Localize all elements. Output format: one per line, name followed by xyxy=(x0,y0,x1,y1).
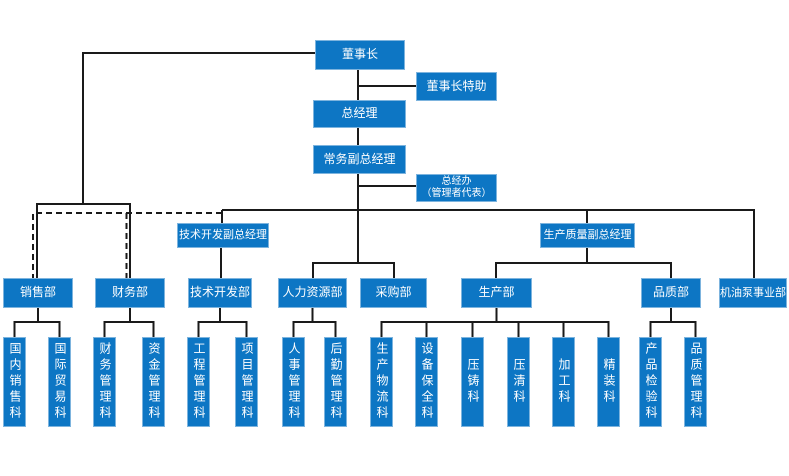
vbox-label: 工程管理科 xyxy=(192,342,206,422)
vbox-label: 品质管理科 xyxy=(689,342,703,422)
node-machining-section: 加工科 xyxy=(552,337,575,427)
vbox-label: 设备保全科 xyxy=(420,342,434,422)
vbox-label: 人事管理科 xyxy=(287,342,301,422)
node-die-casting-section: 压铸科 xyxy=(461,337,484,427)
node-chairman: 董事长 xyxy=(315,40,405,70)
node-dept-production: 生产部 xyxy=(461,278,532,308)
node-gm-office: 总经办 （管理者代表） xyxy=(416,174,497,202)
gm-office-line1: 总经办 xyxy=(441,176,472,187)
node-tech-dev-deputy-gm: 技术开发副总经理 xyxy=(177,223,269,248)
node-finance-mgmt-section: 财务管理科 xyxy=(93,337,116,427)
node-logistics-support-section: 后勤管理科 xyxy=(324,337,347,427)
vbox-label: 项目管理科 xyxy=(240,342,254,422)
vbox-label: 国内销售科 xyxy=(8,342,22,422)
node-product-inspection-section: 产品检验科 xyxy=(639,337,662,427)
node-dept-quality: 品质部 xyxy=(641,278,701,308)
node-pressing-cleaning-section: 压清科 xyxy=(507,337,530,427)
node-dept-hr: 人力资源部 xyxy=(278,278,347,308)
node-dept-tech-dev: 技术开发部 xyxy=(188,278,252,308)
node-dept-oil-pump-division: 机油泵事业部 xyxy=(719,278,787,308)
vbox-label: 产品检验科 xyxy=(644,342,658,422)
gm-office-line2: （管理者代表） xyxy=(421,188,492,199)
node-engineering-mgmt-section: 工程管理科 xyxy=(187,337,210,427)
node-prod-quality-deputy-gm: 生产质量副总经理 xyxy=(540,223,635,248)
vbox-label: 生产物流科 xyxy=(375,342,389,422)
node-general-manager: 总经理 xyxy=(313,100,406,128)
node-funds-mgmt-section: 资金管理科 xyxy=(142,337,165,427)
vbox-label: 资金管理科 xyxy=(147,342,161,422)
vbox-label: 压铸科 xyxy=(466,358,480,406)
node-domestic-sales-section: 国内销售科 xyxy=(3,337,26,427)
vbox-label: 国际贸易科 xyxy=(53,342,67,422)
vbox-label: 后勤管理科 xyxy=(329,342,343,422)
node-project-mgmt-section: 项目管理科 xyxy=(235,337,258,427)
vbox-label: 财务管理科 xyxy=(98,342,112,422)
node-executive-deputy-gm: 常务副总经理 xyxy=(313,145,406,174)
dashed-connectors xyxy=(32,212,222,278)
vbox-label: 压清科 xyxy=(512,358,526,406)
node-intl-trade-section: 国际贸易科 xyxy=(48,337,71,427)
node-dept-finance: 财务部 xyxy=(95,278,165,308)
vbox-label: 加工科 xyxy=(557,358,571,406)
node-personnel-mgmt-section: 人事管理科 xyxy=(282,337,305,427)
node-finishing-assembly-section: 精装科 xyxy=(597,337,620,427)
vbox-label: 精装科 xyxy=(602,358,616,406)
node-equipment-maintenance-section: 设备保全科 xyxy=(415,337,438,427)
node-dept-purchasing: 采购部 xyxy=(360,278,427,308)
node-production-logistics-section: 生产物流科 xyxy=(370,337,393,427)
node-dept-sales: 销售部 xyxy=(3,278,73,308)
node-chairman-assistant: 董事长特助 xyxy=(416,72,497,101)
node-quality-mgmt-section: 品质管理科 xyxy=(684,337,707,427)
